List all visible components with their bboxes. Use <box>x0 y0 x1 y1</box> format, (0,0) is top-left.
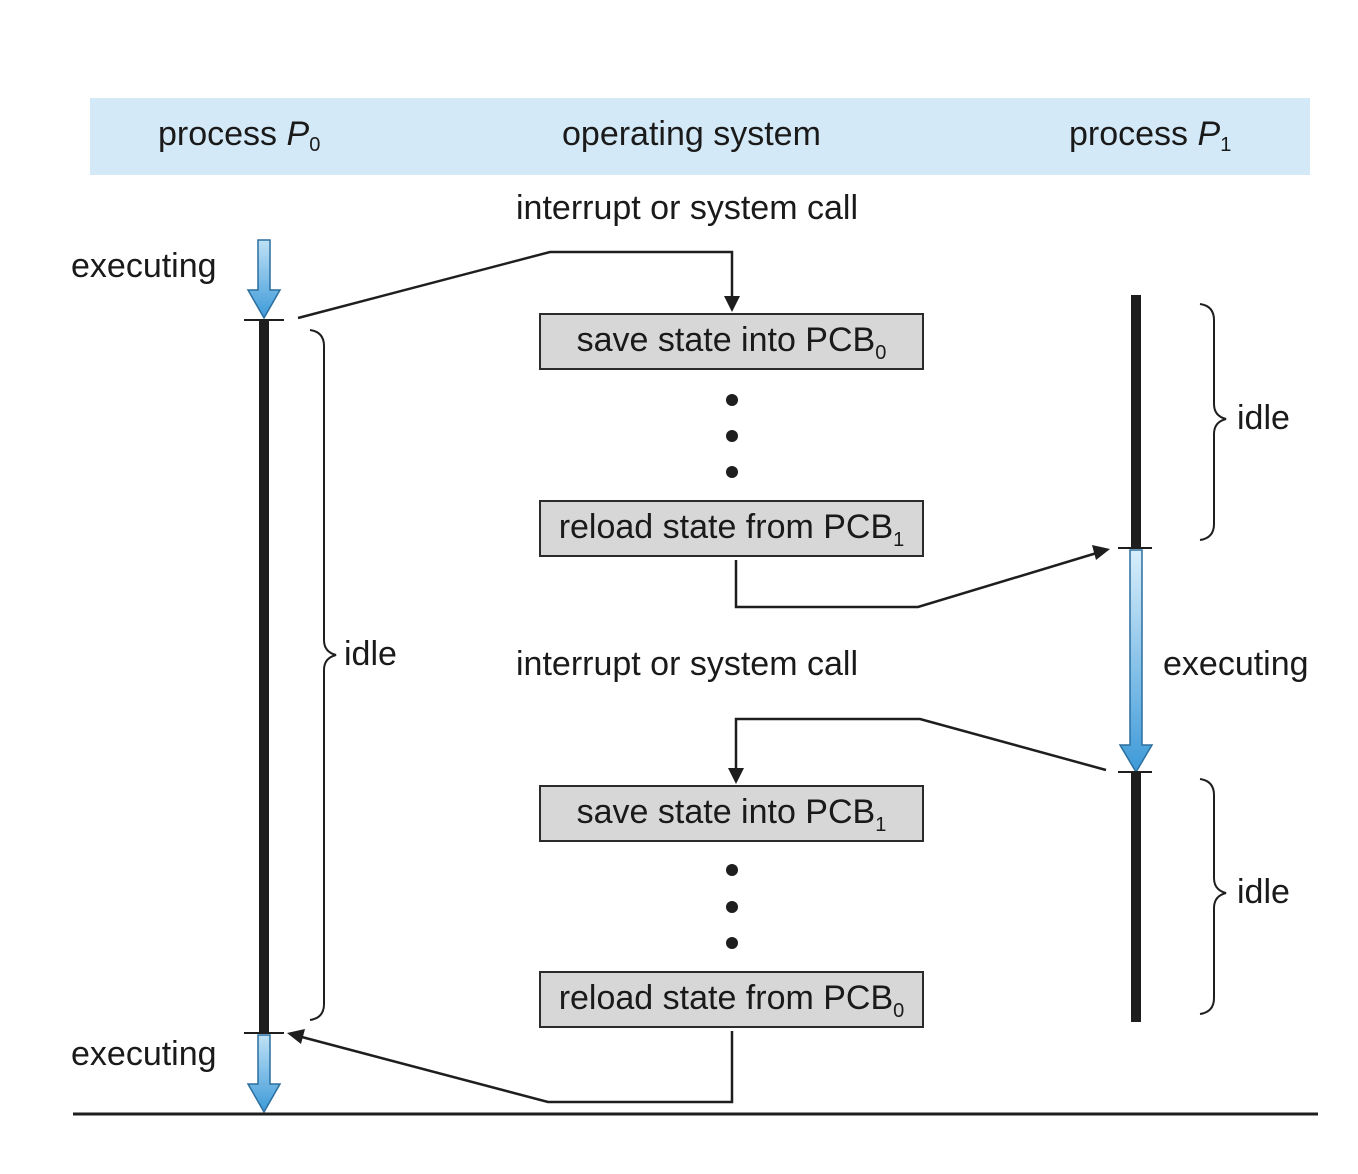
p0-idle-bar <box>259 320 269 1033</box>
connector-os-to-p0 <box>287 1029 734 1104</box>
save-state-pcb0-box: save state into PCB0 <box>539 313 924 370</box>
box-text: reload state from PCB <box>558 508 894 546</box>
p1-idle-brace-top <box>1199 303 1227 541</box>
p1-idle-bar-top <box>1131 295 1141 548</box>
p0-executing-label-top: executing <box>71 247 217 285</box>
interrupt-label-middle: interrupt or system call <box>516 645 858 683</box>
interrupt-label-top: interrupt or system call <box>516 189 858 227</box>
box-subscript: 0 <box>875 342 887 364</box>
box-subscript: 1 <box>893 529 905 551</box>
column-header-symbol: P <box>286 115 310 153</box>
box-text: save state into PCB <box>576 793 876 831</box>
column-header-operating-system: operating system <box>562 112 821 156</box>
connector-os-to-p1 <box>734 545 1110 609</box>
ellipsis-dots-top <box>726 394 738 478</box>
p1-executing-label: executing <box>1163 645 1309 683</box>
ellipsis-dots-bottom <box>726 864 738 949</box>
p1-idle-label-bottom: idle <box>1237 873 1290 911</box>
column-header-symbol: P <box>1197 115 1221 153</box>
box-text: reload state from PCB <box>558 979 894 1017</box>
p1-idle-label-top: idle <box>1237 399 1290 437</box>
column-header-subscript: 0 <box>309 134 321 156</box>
reload-state-pcb0-box: reload state from PCB0 <box>539 971 924 1028</box>
p0-idle-label: idle <box>344 635 397 673</box>
connector-p0-to-os <box>297 250 740 320</box>
column-header-text: process <box>158 115 287 153</box>
p0-executing-arrow-bottom <box>246 1034 282 1114</box>
column-header-process-p1: process P1 <box>1069 112 1231 167</box>
connector-p1-to-os <box>728 717 1107 784</box>
box-subscript: 0 <box>893 1000 905 1022</box>
p0-executing-label-bottom: executing <box>71 1035 217 1073</box>
p0-executing-arrow-top <box>246 239 282 320</box>
p1-idle-brace-bottom <box>1199 778 1227 1015</box>
box-text: save state into PCB <box>576 321 876 359</box>
save-state-pcb1-box: save state into PCB1 <box>539 785 924 842</box>
p1-executing-arrow <box>1118 549 1154 774</box>
column-header-process-p0: process P0 <box>158 112 320 167</box>
header-band <box>90 98 1310 175</box>
box-subscript: 1 <box>875 814 887 836</box>
p0-idle-brace <box>309 329 337 1021</box>
reload-state-pcb1-box: reload state from PCB1 <box>539 500 924 557</box>
column-header-subscript: 1 <box>1220 134 1232 156</box>
p1-idle-bar-bottom <box>1131 772 1141 1022</box>
column-header-text: operating system <box>562 115 821 153</box>
column-header-text: process <box>1069 115 1198 153</box>
